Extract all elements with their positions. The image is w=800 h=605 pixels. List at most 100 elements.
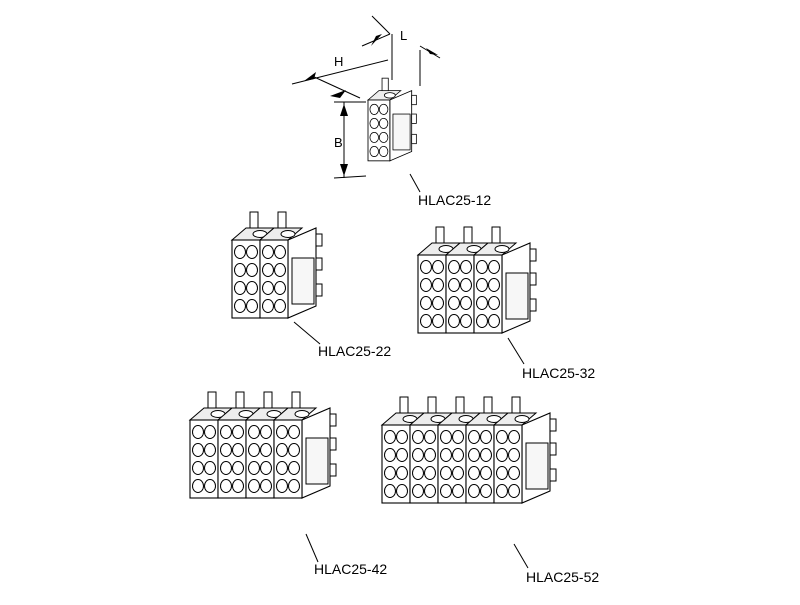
cable-entry-hole — [480, 448, 492, 462]
cable-entry-hole — [274, 245, 286, 259]
connector-assembly — [230, 211, 323, 319]
side-latch-tab — [549, 468, 557, 482]
cable-entry-hole — [424, 448, 436, 462]
cable-entry-hole — [262, 281, 274, 295]
cable-entry-hole — [274, 263, 286, 277]
part-labels: HLAC25-12 HLAC25-22 HLAC25-32 HLAC25-42 … — [293, 173, 599, 585]
cable-entry-hole — [488, 260, 500, 274]
cable-entry-hole — [384, 448, 396, 462]
dim-b-ext-bottom — [333, 175, 367, 179]
cable-entry-hole — [452, 484, 464, 498]
cable-entry-hole — [508, 466, 520, 480]
top-screw-slot — [280, 230, 296, 238]
cable-entry-hole — [369, 103, 379, 115]
connector-assembly — [366, 77, 417, 162]
cable-entry-hole — [384, 466, 396, 480]
module-window — [305, 437, 329, 485]
cable-entry-hole — [508, 484, 520, 498]
cable-entry-hole — [276, 425, 288, 439]
leader-hlac25-12 — [409, 173, 421, 193]
module-window — [505, 272, 529, 320]
cable-entry-hole — [476, 314, 488, 328]
cable-entry-hole — [452, 466, 464, 480]
module-window — [525, 442, 549, 490]
cable-entry-hole — [396, 466, 408, 480]
cable-entry-hole — [276, 479, 288, 493]
cable-entry-hole — [448, 314, 460, 328]
cable-entry-hole — [192, 479, 204, 493]
top-latch-tab — [435, 226, 445, 244]
cable-entry-hole — [396, 430, 408, 444]
cable-entry-hole — [468, 448, 480, 462]
cable-entry-hole — [480, 466, 492, 480]
cable-entry-hole — [246, 263, 258, 277]
dim-l-arrowhead-right — [426, 48, 438, 55]
cable-entry-hole — [192, 425, 204, 439]
cable-entry-hole — [476, 260, 488, 274]
connector-assembly — [188, 391, 337, 499]
cable-entry-hole — [412, 484, 424, 498]
cable-entry-hole — [496, 484, 508, 498]
top-screw-slot — [514, 415, 530, 423]
cable-entry-hole — [248, 461, 260, 475]
top-latch-tab — [207, 391, 217, 409]
cable-entry-hole — [420, 260, 432, 274]
connector-assembly — [380, 396, 557, 504]
side-latch-tab — [329, 437, 337, 451]
cable-entry-hole — [234, 263, 246, 277]
cable-entry-hole — [440, 466, 452, 480]
cable-entry-hole — [420, 296, 432, 310]
side-latch-tab — [529, 272, 537, 286]
cable-entry-hole — [220, 443, 232, 457]
cable-entry-hole — [384, 430, 396, 444]
cable-entry-hole — [432, 296, 444, 310]
side-latch-tab — [411, 94, 417, 106]
cable-entry-hole — [396, 484, 408, 498]
cable-entry-hole — [204, 461, 216, 475]
part-label-hlac25-42: HLAC25-42 — [314, 561, 387, 577]
cable-entry-hole — [440, 448, 452, 462]
cable-entry-hole — [248, 425, 260, 439]
dim-l-arrowhead-left — [371, 34, 382, 46]
cable-entry-hole — [369, 131, 379, 143]
cable-entry-hole — [276, 461, 288, 475]
dim-l-leader-left — [371, 15, 391, 35]
cable-entry-hole — [496, 466, 508, 480]
cable-entry-hole — [424, 466, 436, 480]
cable-entry-hole — [234, 299, 246, 313]
module-window — [392, 113, 411, 151]
side-latch-tab — [315, 257, 323, 271]
part-label-hlac25-22: HLAC25-22 — [318, 343, 391, 359]
cable-entry-hole — [488, 278, 500, 292]
part-label-hlac25-32: HLAC25-32 — [522, 365, 595, 381]
cable-entry-hole — [476, 278, 488, 292]
cable-entry-hole — [262, 263, 274, 277]
top-latch-tab — [427, 396, 437, 414]
connector-assembly — [416, 226, 537, 334]
cable-entry-hole — [508, 448, 520, 462]
side-latch-tab — [529, 298, 537, 312]
cable-entry-hole — [424, 430, 436, 444]
cable-entry-hole — [384, 484, 396, 498]
cable-entry-hole — [378, 146, 389, 157]
top-latch-tab — [263, 391, 273, 409]
part-label-hlac25-12: HLAC25-12 — [418, 192, 491, 208]
module-front-face — [367, 99, 391, 162]
cable-entry-hole — [468, 430, 480, 444]
dim-label-b: B — [334, 135, 343, 150]
cable-entry-hole — [378, 117, 389, 129]
cable-entry-hole — [260, 425, 272, 439]
cable-entry-hole — [232, 425, 244, 439]
cable-entry-hole — [448, 260, 460, 274]
dim-b-arrowhead-top — [340, 104, 348, 116]
top-latch-tab — [511, 396, 521, 414]
cable-entry-hole — [448, 278, 460, 292]
cable-entry-hole — [288, 461, 300, 475]
side-latch-tab — [329, 463, 337, 477]
cable-entry-hole — [420, 314, 432, 328]
cable-entry-hole — [440, 430, 452, 444]
cable-entry-hole — [452, 430, 464, 444]
dim-label-h: H — [334, 54, 343, 69]
